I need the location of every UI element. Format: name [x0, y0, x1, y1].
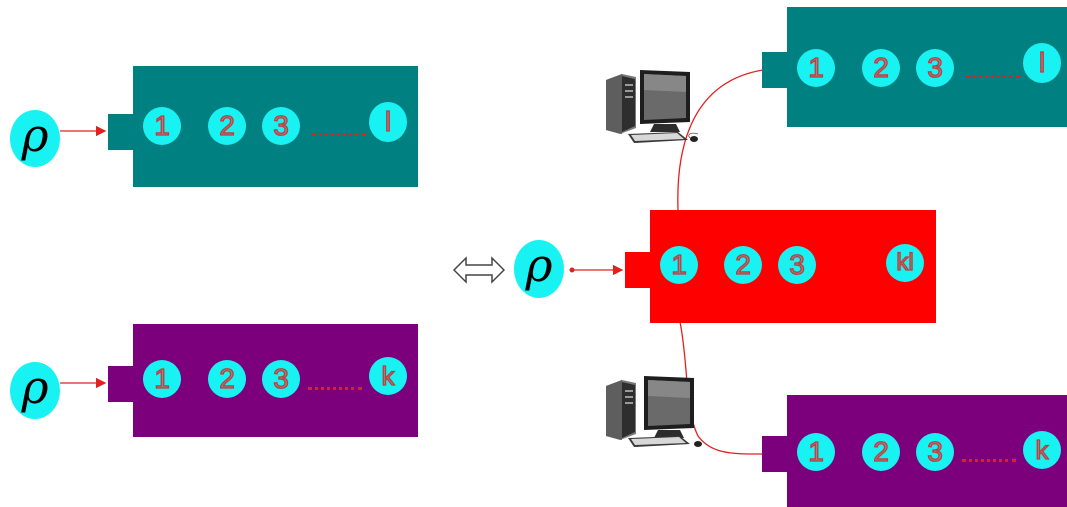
qubit-node: 3: [916, 49, 954, 87]
register-top-right: 1 2 3 l: [787, 7, 1067, 127]
qubit-node: 3: [262, 360, 300, 398]
ellipsis-connector: [308, 387, 362, 390]
rho-symbol: ρ: [21, 107, 49, 162]
wire-top: [677, 69, 764, 211]
register-bottom-left: 1 2 3 k: [133, 324, 418, 437]
qubit-node: 2: [724, 246, 762, 284]
qubit-node-last: k: [1023, 431, 1061, 469]
qubit-node-last: kl: [886, 244, 924, 282]
wire-bottom: [679, 321, 764, 455]
ellipsis-connector: [962, 459, 1016, 462]
register-port-top-left: [108, 114, 134, 150]
qubit-node: 1: [797, 433, 835, 471]
qubit-node: 2: [208, 360, 246, 398]
qubit-node-last: l: [369, 102, 407, 142]
qubit-node: 3: [778, 246, 816, 284]
rho-symbol: ρ: [525, 237, 553, 292]
qubit-node-last: k: [369, 357, 407, 395]
rho-input-top-left: ρ: [10, 110, 60, 167]
desktop-computer-icon: [606, 70, 699, 143]
equivalence-icon: [453, 256, 505, 284]
qubit-node: 2: [208, 107, 246, 145]
register-center: 1 2 3 kl: [650, 210, 936, 323]
register-port-bottom-left: [108, 366, 134, 402]
register-port-center: [625, 252, 651, 288]
qubit-node: 1: [660, 246, 698, 284]
qubit-node-last: l: [1023, 43, 1061, 83]
rho-symbol: ρ: [21, 359, 49, 414]
register-bottom-right: 1 2 3 k: [787, 395, 1067, 507]
qubit-node: 1: [143, 360, 181, 398]
ellipsis-connector: [966, 75, 1020, 78]
register-port-bottom-right: [762, 436, 788, 472]
qubit-node: 3: [916, 433, 954, 471]
rho-input-center: ρ: [514, 240, 564, 298]
rho-input-bottom-left: ρ: [10, 362, 60, 419]
qubit-node: 1: [797, 49, 835, 87]
register-port-top-right: [762, 52, 788, 88]
qubit-node: 3: [262, 107, 300, 145]
ellipsis-connector: [312, 133, 366, 136]
qubit-node: 2: [862, 433, 900, 471]
qubit-node: 2: [862, 49, 900, 87]
register-top-left: 1 2 3 l: [133, 66, 418, 187]
desktop-computer-icon: [606, 376, 702, 447]
qubit-node: 1: [143, 107, 181, 145]
